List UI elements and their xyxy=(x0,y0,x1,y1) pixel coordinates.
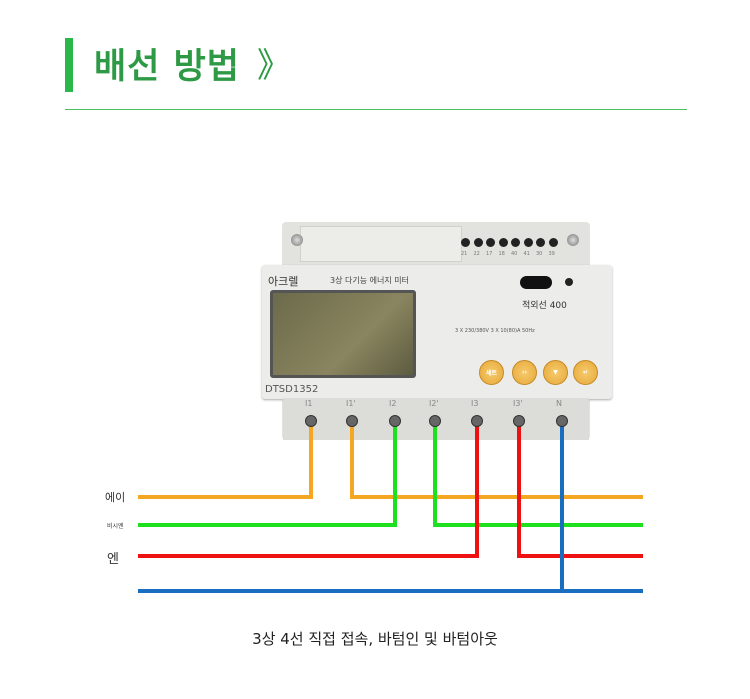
wire xyxy=(138,421,313,499)
pin-label: 30 xyxy=(536,251,543,257)
terminal-screw-icon xyxy=(389,415,401,427)
screw-icon xyxy=(291,234,303,246)
meter-spec: 3 X 230/380V 3 X 10(80)A 50Hz xyxy=(455,328,535,334)
line-label-a: 에이 xyxy=(105,491,126,504)
meter-brand: 아크렐 xyxy=(268,275,299,288)
infrared-label: 적외선 400 xyxy=(522,301,567,311)
chevron-icon: 》 xyxy=(257,46,291,86)
terminal-pin xyxy=(461,238,470,247)
enter-button[interactable]: ↵ xyxy=(573,360,598,385)
terminal-pin xyxy=(498,238,508,247)
terminal-screw-icon xyxy=(346,415,358,427)
page-title: 배선 방법 xyxy=(94,47,240,87)
terminal-pin xyxy=(523,238,533,247)
pin-label: 39 xyxy=(548,251,555,257)
forward-button[interactable]: ›› xyxy=(512,360,537,385)
indicator-led xyxy=(565,278,573,286)
terminal-screw-icon xyxy=(429,415,441,427)
meter-model: DTSD1352 xyxy=(265,384,319,395)
terminal-label: I3 xyxy=(471,399,479,408)
terminal-screw-icon xyxy=(471,415,483,427)
pin-label: 22 xyxy=(473,251,480,257)
terminal-label: I1 xyxy=(305,399,313,408)
pin-label: 18 xyxy=(498,251,505,257)
terminal-pin xyxy=(548,238,558,247)
terminal-screw-icon xyxy=(556,415,568,427)
terminal-screw-icon xyxy=(305,415,317,427)
wire xyxy=(517,421,643,558)
title-accent-bar xyxy=(65,38,73,92)
terminal-screw-icon xyxy=(513,415,525,427)
meter-description: 3상 다기능 에너지 미터 xyxy=(330,276,409,285)
terminal-label: I2' xyxy=(429,399,439,408)
caption: 3상 4선 직접 접속, 바텀인 및 바텀아웃 xyxy=(252,630,498,648)
infrared-port xyxy=(520,276,552,289)
down-button[interactable]: ▼ xyxy=(543,360,568,385)
pin-label: 40 xyxy=(511,251,518,257)
screw-icon xyxy=(567,234,579,246)
terminal-pin xyxy=(536,238,545,247)
pin-label: 21 xyxy=(461,251,468,257)
terminal-label: I2 xyxy=(389,399,397,408)
wire xyxy=(138,421,397,527)
lcd-display xyxy=(270,290,416,378)
terminal-pin xyxy=(473,238,483,247)
divider xyxy=(65,109,687,110)
terminal-label: N xyxy=(556,399,562,408)
terminal-label: I3' xyxy=(513,399,523,408)
pin-label: 41 xyxy=(523,251,530,257)
line-label-bcn: 비시엔 xyxy=(107,523,124,530)
set-button[interactable]: 세트 xyxy=(479,360,504,385)
terminal-label: I1' xyxy=(346,399,356,408)
wire xyxy=(350,421,643,499)
pin-label: 17 xyxy=(486,251,493,257)
wire xyxy=(433,421,643,527)
terminal-pin xyxy=(486,238,495,247)
terminal-pin xyxy=(511,238,520,247)
wire xyxy=(138,421,479,558)
line-label-n: 엔 xyxy=(107,552,119,567)
